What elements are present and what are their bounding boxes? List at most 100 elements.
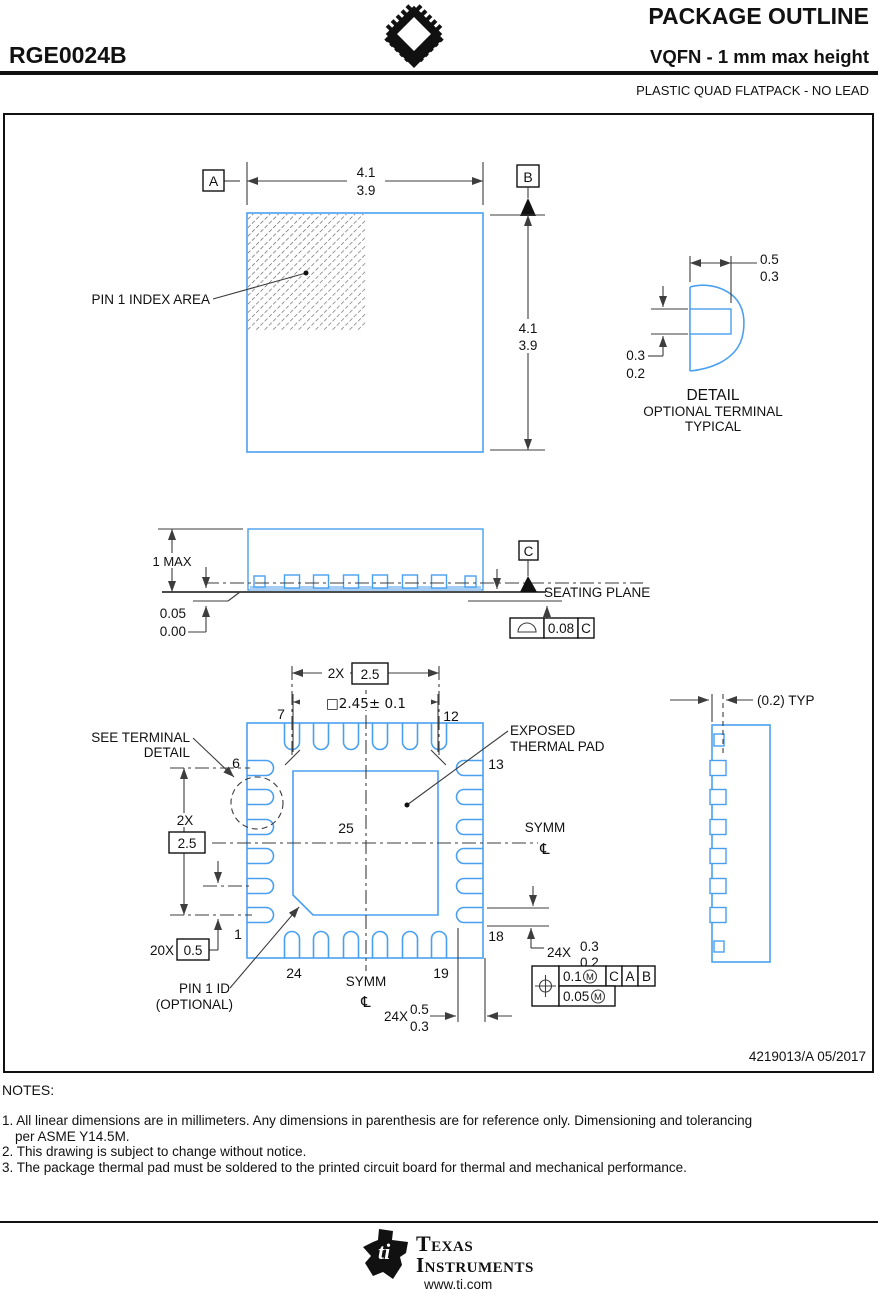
exposed-thermal-pad-shape — [292, 770, 439, 916]
top-view-body — [246, 212, 484, 453]
flatness-fcf: 0.08 C — [509, 617, 595, 639]
lead-width-05: 0.5 — [184, 943, 203, 958]
pin-1-label: 1 — [234, 926, 242, 942]
pad-size-dim: □2.45± 0.1 — [326, 696, 406, 712]
profile-surface-icon — [517, 622, 537, 633]
svg-text:M: M — [594, 992, 602, 1003]
datum-a-label: A — [209, 173, 219, 189]
datum-a-box — [202, 169, 225, 192]
detail-width-max: 0.5 — [760, 252, 779, 267]
note-line: per ASME Y14.5M. — [15, 1128, 130, 1144]
drawing-canvas: PIN 1 INDEX AREA 4.1 3.9 A B 4.1 3.9 — [3, 113, 874, 1073]
note-line: 2. This drawing is subject to change wit… — [2, 1144, 307, 1160]
detail-subtitle1: OPTIONAL TERMINAL — [643, 404, 783, 419]
side-view-body — [247, 528, 484, 591]
centerline-bottom-icon: ℄ — [360, 993, 371, 1011]
side-profile-view: (0.2) TYP — [670, 693, 815, 963]
exposed-pad-label-2: THERMAL PAD — [510, 739, 605, 754]
top-width-min: 3.9 — [357, 183, 376, 198]
detail-terminal — [689, 308, 732, 335]
svg-text:M: M — [586, 972, 594, 983]
footer-rule — [0, 1221, 878, 1223]
pin1-index-label: PIN 1 INDEX AREA — [91, 292, 210, 307]
notes-title: NOTES: — [2, 1082, 55, 1098]
see-terminal-label-1: SEE TERMINAL — [91, 730, 190, 745]
fcf-datum-b: B — [642, 969, 651, 984]
pin-7-label: 7 — [277, 706, 285, 722]
qfn-chip-icon — [384, 4, 444, 68]
side-height-max: 1 MAX — [152, 554, 191, 569]
header-rule — [0, 71, 878, 75]
pitch-count: 2X — [328, 666, 345, 681]
seating-plane-label: SEATING PLANE — [544, 585, 650, 600]
lead-count-20x: 20X — [150, 943, 174, 958]
pin-19-label: 19 — [433, 965, 449, 981]
detail-title: DETAIL — [686, 387, 739, 404]
datum-c-label: C — [524, 544, 534, 559]
detail-subtitle2: TYPICAL — [685, 419, 742, 434]
datum-b-label: B — [523, 169, 532, 185]
datum-b-arrow — [520, 198, 536, 216]
detail-width-min: 0.3 — [760, 269, 779, 284]
exposed-pad-label-1: EXPOSED — [510, 723, 576, 738]
side-pitch-count: 2X — [177, 813, 194, 828]
bottom-view-body — [246, 722, 484, 959]
side-profile-body — [711, 724, 771, 963]
detail-height-max: 0.3 — [626, 348, 645, 363]
term-length-min: 0.3 — [410, 1019, 429, 1034]
standoff-max: 0.05 — [160, 606, 186, 621]
term-length-count: 24X — [384, 1009, 408, 1024]
brand-line-2: Instruments — [416, 1253, 534, 1277]
flatness-tol: 0.08 — [548, 621, 574, 636]
pin1-id-label-1: PIN 1 ID — [179, 981, 230, 996]
note-line: 1. All linear dimensions are in millimet… — [2, 1113, 753, 1128]
top-width-max: 4.1 — [357, 165, 376, 180]
page-title: PACKAGE OUTLINE — [648, 3, 869, 29]
detail-height-min: 0.2 — [626, 366, 645, 381]
centerline-right-icon: ℄ — [539, 840, 550, 858]
pin-18-label: 18 — [488, 928, 504, 944]
note-line: 3. The package thermal pad must be solde… — [2, 1159, 687, 1175]
pin1-id-label-2: (OPTIONAL) — [156, 997, 233, 1012]
ti-url: www.ti.com — [424, 1277, 493, 1292]
side-profile-terminals — [709, 733, 727, 953]
top-view: PIN 1 INDEX AREA 4.1 3.9 A B 4.1 3.9 — [91, 162, 545, 453]
seating-plane-triangle-icon — [520, 576, 537, 592]
position-fcf: 0.1 M C A B 0.05 M — [531, 965, 656, 1007]
terminal-detail-callout-circle — [230, 776, 284, 830]
part-number: RGE0024B — [9, 42, 127, 68]
leader-dot — [303, 270, 309, 276]
top-height-min: 3.9 — [519, 338, 538, 353]
svg-text:ti: ti — [378, 1239, 391, 1264]
detail-body — [689, 284, 745, 372]
standoff-min: 0.00 — [160, 624, 186, 639]
brand-wordmark: Texas Instruments — [416, 1233, 534, 1276]
pin-12-label: 12 — [443, 708, 459, 724]
side-view: 1 MAX 0.05 0.00 C SEATING PLANE 0.08 C — [147, 528, 650, 639]
side-pitch-value: 2.5 — [178, 836, 197, 851]
term-width-count: 24X — [547, 945, 571, 960]
pin-25-label: 25 — [338, 820, 354, 836]
mmc-modifier-icon — [582, 969, 598, 984]
term-length-max: 0.5 — [410, 1002, 429, 1017]
pin-24-label: 24 — [286, 965, 302, 981]
bottom-view: 2X 2.5 □2.45± 0.1 2X 2.5 20X 0.5 7 12 — [91, 662, 656, 1034]
flatness-datum: C — [581, 621, 591, 636]
see-terminal-label-2: DETAIL — [144, 745, 191, 760]
lead-typ-dim: (0.2) TYP — [757, 693, 815, 708]
doc-number: 4219013/A 05/2017 — [748, 1049, 866, 1064]
ti-logo-icon: ti — [363, 1229, 408, 1279]
page-subtitle: VQFN - 1 mm max height — [650, 46, 869, 67]
symm-right-label: SYMM — [525, 820, 566, 835]
terminal-slots — [247, 723, 483, 958]
brand-line-1: Texas — [416, 1231, 474, 1256]
notes-list: 1. All linear dimensions are in millimet… — [2, 1113, 862, 1175]
position-tol-2: 0.05 — [563, 989, 589, 1004]
position-tol: 0.1 — [563, 969, 582, 984]
top-height-max: 4.1 — [519, 321, 538, 336]
drawing-frame — [3, 113, 874, 1073]
pin-6-label: 6 — [232, 755, 240, 771]
term-width-max: 0.3 — [580, 939, 599, 954]
mmc-modifier-icon-2 — [590, 989, 606, 1004]
